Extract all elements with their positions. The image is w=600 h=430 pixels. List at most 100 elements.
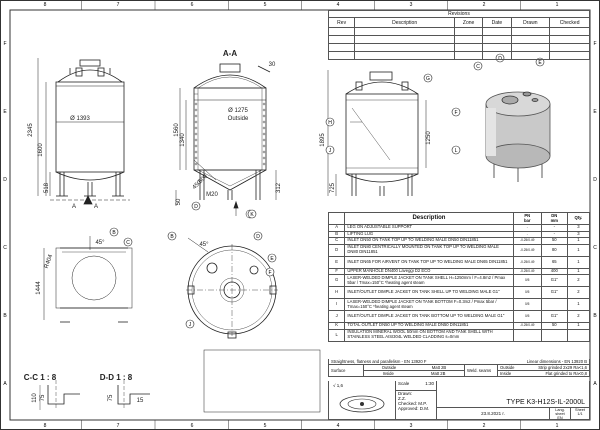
part-description: INSULATION MINERAL WOOL 50mm ON BOTTOM A… — [344, 328, 514, 342]
approved-value: D.M. — [419, 406, 430, 411]
revisions-header-cell: Date — [482, 17, 512, 28]
callout-label: D — [194, 204, 198, 210]
callout-bubble — [451, 107, 461, 117]
column-marker: 1 — [556, 423, 559, 429]
column-marker: 6 — [191, 423, 194, 429]
revisions-header-cell: Drawn — [510, 17, 551, 28]
part-id: E — [327, 255, 346, 269]
section-aa-view — [175, 63, 277, 219]
callout-bubble — [253, 231, 263, 241]
front-body-dim: 1600 — [38, 143, 44, 157]
section-h2-dim: 1340 — [180, 133, 186, 147]
revisions-header-cell: Checked — [549, 17, 590, 28]
roughness-symbol: √ 1,6 — [333, 383, 343, 388]
side-view — [327, 70, 427, 196]
section-c-dim: 312 — [276, 182, 282, 193]
callout-bubble — [109, 227, 119, 237]
part-qty: 2 — [566, 286, 591, 299]
front-section-a-right: A — [94, 204, 98, 210]
linear-note: Linear dimensions - EN 13920 B — [526, 359, 587, 364]
column-marker: 3 — [410, 2, 413, 8]
column-marker: 1 — [556, 2, 559, 8]
row-marker: F — [3, 41, 6, 47]
part-pn: 0/5 — [512, 274, 542, 287]
callout-label: F — [454, 110, 457, 116]
surface-inside-label: Inside — [382, 371, 394, 376]
column-marker: 2 — [483, 423, 486, 429]
row-marker: E — [593, 109, 597, 115]
part-description: INLET/OUTLET DIMPLE JACKET ON TANK SHELL… — [344, 286, 514, 299]
callout-bubble — [123, 237, 133, 247]
drawn-label: Drawn: — [398, 391, 413, 396]
column-marker: 2 — [483, 2, 486, 8]
column-marker: 7 — [117, 423, 120, 429]
callout-bubble — [167, 231, 177, 241]
detail-c-title: C-C 1 : 8 — [24, 373, 57, 382]
column-marker: 8 — [44, 423, 47, 429]
title-block: √ 1,6 Scale 1:30 Drawn:Z.Z. Checked: M.P… — [328, 381, 590, 420]
part-description: LASER-WELDED DIMPLE JACKET ON TANK BOTTO… — [344, 298, 514, 311]
row-marker: C — [593, 245, 597, 251]
part-qty: 1 — [566, 298, 591, 311]
callout-label: E — [538, 60, 542, 66]
column-marker: 4 — [337, 423, 340, 429]
bottom-angle-dim: 45° — [95, 240, 105, 246]
part-id: D — [327, 243, 346, 257]
callout-label: J — [329, 148, 332, 154]
part-dn — [540, 298, 568, 311]
parts-header-cell: Description — [344, 212, 514, 225]
side-leg-dim: 725 — [330, 182, 336, 193]
callout-bubble — [185, 319, 195, 329]
part-qty: 1 — [566, 255, 591, 269]
part-dn: G1" — [540, 286, 568, 299]
weld-inside-label: Inside — [500, 371, 512, 376]
callout-label: E — [270, 256, 274, 262]
front-leg-dim: 518 — [44, 182, 50, 193]
lang-label: Lang. sheet — [555, 408, 565, 416]
callout-label: D — [256, 234, 260, 240]
drawn-value: Z.Z. — [398, 396, 406, 401]
detail-c-dim2: 75 — [40, 394, 46, 401]
callout-label: B — [112, 230, 116, 236]
part-dn: G1" — [540, 274, 568, 287]
drawing-title: TYPE K3-H12S-IL-2000L — [506, 399, 585, 406]
row-marker: C — [3, 245, 7, 251]
section-a-dim: 600 — [198, 173, 210, 185]
revisions-title: Revisions — [328, 10, 590, 18]
notes-block: Straightness, flatness and parallelism -… — [328, 359, 590, 377]
isometric-view — [485, 91, 551, 182]
top-radius-dim: R404 — [44, 253, 55, 269]
part-qty: 1 — [566, 243, 591, 257]
column-marker: 6 — [191, 2, 194, 8]
part-qty: 2 — [566, 274, 591, 287]
side-body-dim: 1250 — [426, 131, 432, 145]
drawing-date: 23.8.2021 r. — [481, 411, 505, 416]
callout-label: G — [426, 76, 430, 82]
part-pn: 0/5 — [512, 310, 542, 323]
section-diameter-dim: Ø 1275 — [228, 108, 248, 114]
parts-header-cell: DN mm — [540, 212, 568, 225]
part-id: J — [327, 310, 346, 323]
column-marker: 5 — [264, 423, 267, 429]
surface-outside-label: Outside — [381, 365, 397, 370]
callout-bubble — [191, 201, 201, 211]
part-pn: -0.25/0.49 — [512, 243, 542, 257]
callout-bubble — [423, 73, 433, 83]
detail-c-dim1: 110 — [32, 393, 38, 403]
weld-inside-value: Flat grinded to Ra<0,8 — [545, 371, 587, 376]
part-qty: 2 — [566, 310, 591, 323]
part-description: LASER-WELDED DIMPLE JACKET ON TANK SHELL… — [344, 274, 514, 287]
scale-value: 1:30 — [425, 381, 434, 386]
callout-label: B — [170, 234, 174, 240]
part-description: INLET DN65 FOR AIRVENT ON TANK TOP UP TO… — [344, 255, 514, 269]
callout-bubble — [451, 145, 461, 155]
